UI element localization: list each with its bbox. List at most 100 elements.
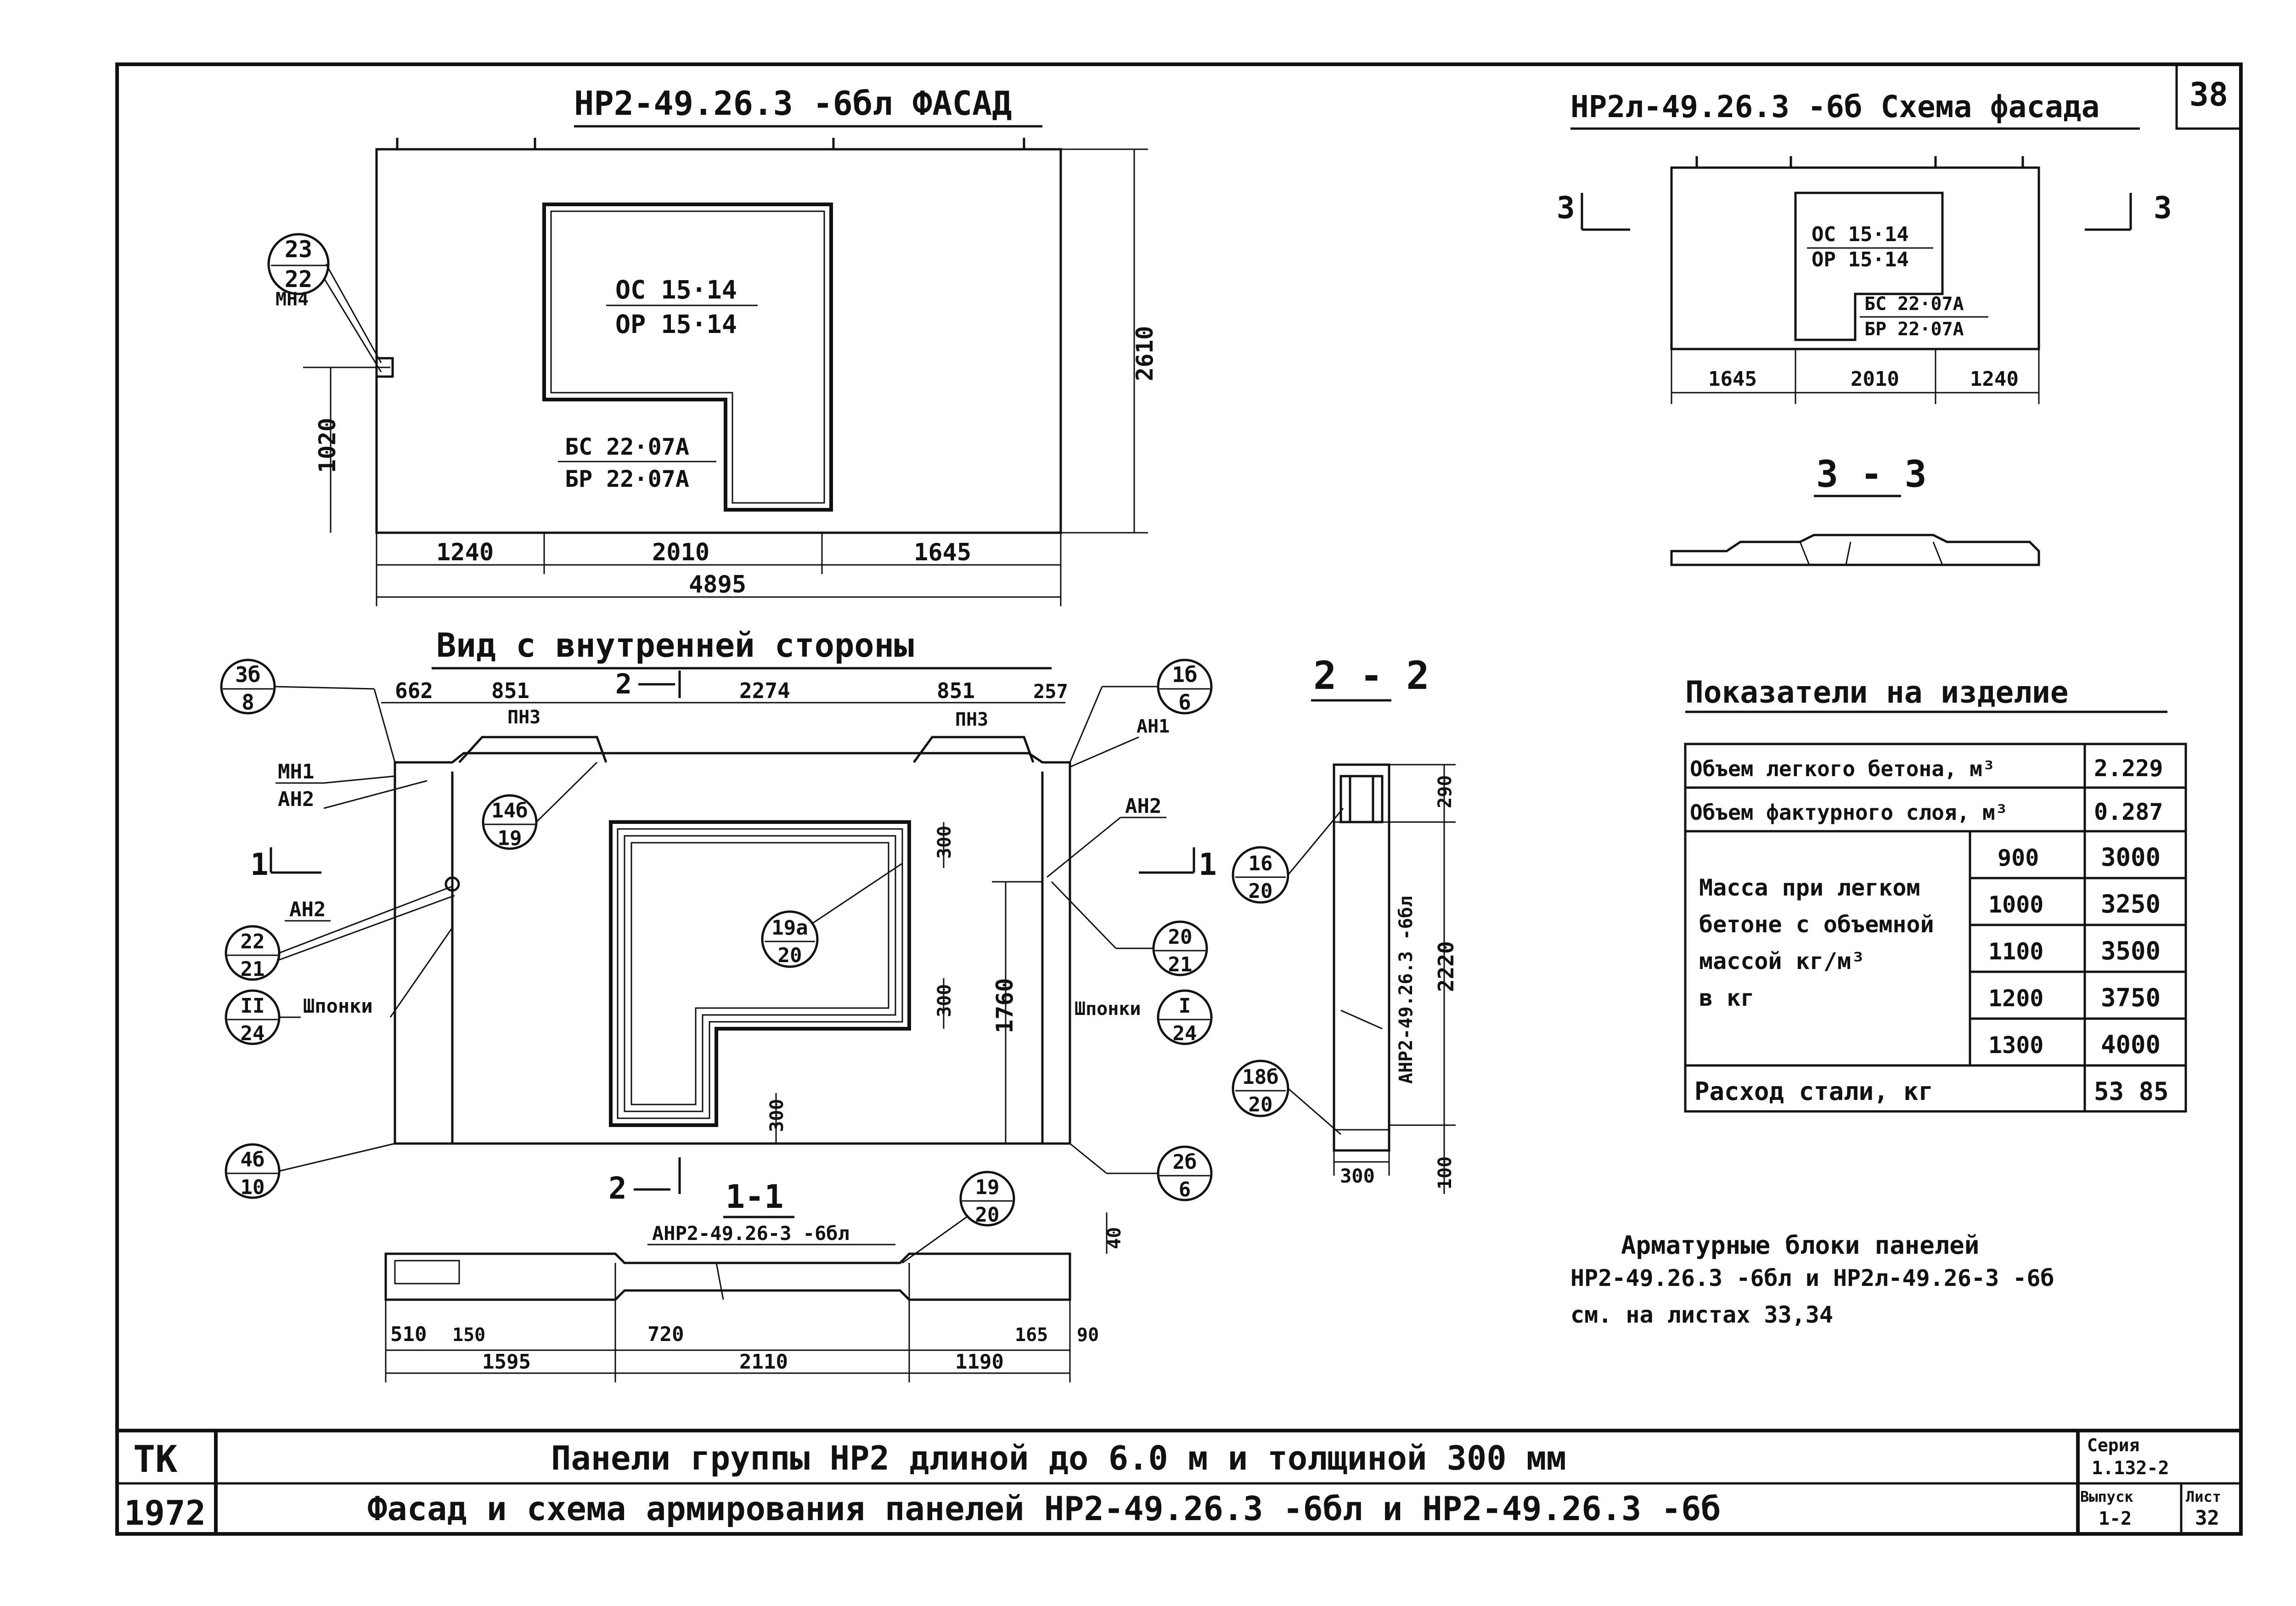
callout-4b-10: 4б 10 <box>225 1143 395 1199</box>
section-1-1-dim-total-1: 1595 <box>482 1350 531 1374</box>
svg-text:16: 16 <box>1249 852 1273 875</box>
sheet-number: 38 <box>2189 76 2228 113</box>
svg-text:19: 19 <box>498 827 522 850</box>
svg-text:20: 20 <box>1249 879 1273 903</box>
mass-label-2: бетоне с объемной <box>1699 911 1934 938</box>
inner-tag-shponki-left: Шпонки <box>303 995 373 1017</box>
mass-value-3: 3500 <box>2101 936 2161 965</box>
section-1-1-dim-low-5: 90 <box>1077 1324 1099 1346</box>
section-1-1-dim-low-3: 720 <box>647 1323 684 1346</box>
facade-callout-bottom: 22 <box>285 266 312 293</box>
indicators-table: Показатели на изделие Объем легкого бето… <box>1684 675 2187 1113</box>
inner-panel-outline <box>394 752 1071 1145</box>
svg-text:20: 20 <box>778 944 802 967</box>
section-1-1-dim-total-2: 2110 <box>739 1350 788 1374</box>
title-block: ТК 1972 Панели группы НР2 длиной до 6.0 … <box>117 1429 2241 1534</box>
inner-tag-an1: АН1 <box>1137 716 1170 737</box>
section-2-2: 2 - 2 АНР2-49.26.3 -6бл 290 2220 100 300… <box>1232 653 1458 1194</box>
facade-dim-seg-2: 2010 <box>652 539 709 566</box>
scheme-section-title: 3 - 3 <box>1816 453 1927 496</box>
sheet-label: Лист <box>2186 1488 2221 1505</box>
mass-density-4: 1200 <box>1988 985 2043 1012</box>
section-2-2-dim-290: 290 <box>1435 775 1456 808</box>
mass-label-4: в кг <box>1699 985 1754 1011</box>
scheme-window-mark-2: ОР 15·14 <box>1812 248 1909 271</box>
svg-text:2б: 2б <box>1173 1150 1197 1174</box>
mass-value-2: 3250 <box>2101 890 2161 919</box>
inner-dim-300-c: 300 <box>766 1099 788 1132</box>
svg-text:19а: 19а <box>771 916 808 940</box>
mass-density-1: 900 <box>1998 845 2039 871</box>
svg-text:21: 21 <box>241 958 265 981</box>
series-value: 1.132-2 <box>2092 1458 2169 1479</box>
inner-dim-300-b: 300 <box>934 984 955 1017</box>
title-year: 1972 <box>124 1493 206 1533</box>
inner-opening <box>609 820 911 1127</box>
inner-dim-top-5: 257 <box>1033 680 1068 703</box>
inner-view-title: Вид с внутренней стороны <box>436 626 914 665</box>
inner-tag-an2-b: АН2 <box>289 898 326 921</box>
facade-door-mark-2: БР 22·07А <box>565 466 689 492</box>
section-1-1-dim-low-1: 510 <box>390 1323 427 1346</box>
svg-text:20: 20 <box>1249 1093 1273 1116</box>
facade-dim-total: 4895 <box>689 571 746 598</box>
inner-tag-shponki-right: Шпонки <box>1075 998 1141 1020</box>
svg-text:20: 20 <box>975 1203 1000 1227</box>
section-2-2-dim-100: 100 <box>1435 1156 1456 1189</box>
mass-density-2: 1000 <box>1988 891 2043 918</box>
section-1-1-dim-low-2: 150 <box>452 1324 485 1346</box>
mass-value-4: 3750 <box>2101 983 2161 1012</box>
inner-pnz-left: ПНЗ <box>507 707 540 728</box>
facade-view: НР2-49.26.3 -6бл ФАСАД ОС 15·14 ОР 15·14… <box>267 84 1158 606</box>
facade-title: НР2-49.26.3 -6бл ФАСАД <box>574 84 1012 123</box>
scheme-view: НР2л-49.26.3 -6б Схема фасада ОС 15·14 О… <box>1557 89 2172 566</box>
mass-label-1: Масса при легком <box>1699 874 1920 901</box>
mass-label-3: массой кг/м³ <box>1699 948 1865 975</box>
inner-tag-mn1: МН1 <box>278 760 314 783</box>
callout-19a-20: 19а 20 <box>761 862 903 968</box>
callout-14b-19: 14б 19 <box>482 761 598 850</box>
svg-text:1б: 1б <box>1172 662 1197 687</box>
series-label: Серия <box>2087 1435 2139 1455</box>
sheet-number-box <box>2175 63 2242 130</box>
scheme-window-mark-1: ОС 15·14 <box>1812 223 1909 246</box>
indicator-row-2-value: 0.287 <box>2094 799 2163 825</box>
section-1-1-profile <box>384 1252 1071 1301</box>
scheme-door-mark-1: БС 22·07А <box>1864 293 1964 315</box>
svg-text:4б: 4б <box>241 1148 265 1172</box>
callout-20-21: 20 21 <box>1051 881 1208 976</box>
mass-value-5: 4000 <box>2101 1030 2161 1059</box>
callout-2b-6: 2б 6 <box>1069 1143 1213 1201</box>
indicator-row-1-value: 2.229 <box>2094 755 2163 782</box>
section-3-3-profile <box>1670 534 2040 566</box>
facade-dim-seg-3: 1645 <box>914 539 971 566</box>
svg-text:I: I <box>1179 994 1191 1018</box>
inner-cut-2-top: 2 <box>615 668 632 700</box>
inner-view: Вид с внутренней стороны 662 851 2274 85… <box>220 626 1217 1206</box>
scheme-cut-left: 3 <box>1557 190 1575 225</box>
section-1-1-dim-total-3: 1190 <box>955 1350 1004 1374</box>
scheme-door-mark-2: БР 22·07А <box>1864 319 1964 340</box>
mass-density-5: 1300 <box>1988 1032 2043 1059</box>
inner-cut-1-right: 1 <box>1199 847 1217 882</box>
svg-text:6: 6 <box>1178 690 1191 715</box>
scheme-dim-seg-1: 1645 <box>1708 367 1757 391</box>
inner-tag-an2-c: АН2 <box>1125 795 1161 818</box>
inner-cut-1-left: 1 <box>250 847 269 882</box>
facade-dim-left-height: 1020 <box>314 418 341 473</box>
indicator-row-1-label: Объем легкого бетона, м³ <box>1690 756 1995 781</box>
scheme-cut-right: 3 <box>2154 190 2172 225</box>
section-2-2-title: 2 - 2 <box>1313 653 1429 698</box>
indicators-title: Показатели на изделие <box>1685 675 2068 710</box>
section-1-1-title: 1-1 <box>726 1178 783 1216</box>
callout-I-24: I 24 <box>1157 989 1213 1045</box>
svg-text:20: 20 <box>1168 925 1193 949</box>
scheme-panel-outline <box>1670 166 2040 350</box>
inner-pnz-right: ПНЗ <box>955 709 988 730</box>
note-line-3: см. на листах 33,34 <box>1570 1302 1833 1328</box>
inner-tag-an2-a: АН2 <box>278 788 314 811</box>
mass-value-1: 3000 <box>2101 843 2161 872</box>
callout-22-21: 22 21 <box>225 876 460 981</box>
facade-panel-outline <box>375 148 1062 534</box>
